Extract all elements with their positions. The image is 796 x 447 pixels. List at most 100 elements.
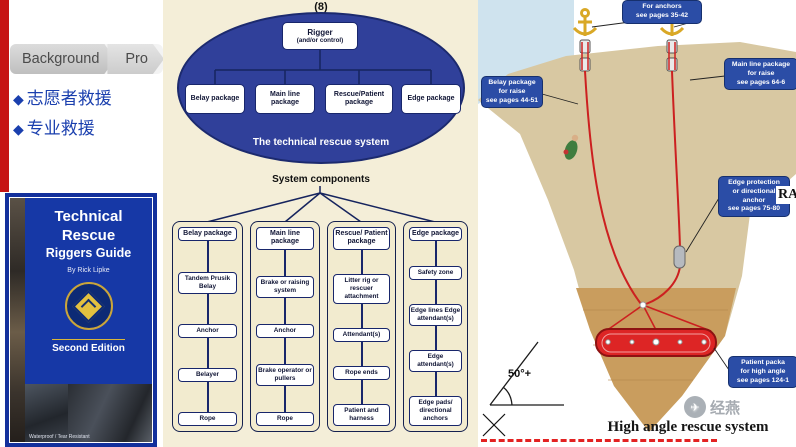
connector-line [360, 379, 363, 405]
rigger-box: Rigger (and/or control) [282, 22, 358, 50]
column-item: Rope [255, 412, 315, 427]
column-item: Patient and harness [332, 404, 391, 427]
compass-cross-icon [482, 413, 506, 437]
column-item: Belayer [177, 367, 238, 382]
rescue-illustration: For anchors see pages 35-42 Belay packag… [478, 0, 796, 447]
bullet-text: 志愿者救援 [26, 89, 112, 108]
book-title: Technical Rescue Riggers Guide [46, 208, 131, 261]
bullet-list: ◆志愿者救援 ◆专业救援 [13, 84, 112, 144]
column-item: Edge pads/ directional anchors [408, 396, 463, 427]
book-title-line: Rescue [61, 226, 116, 244]
breadcrumb-item-process[interactable]: Pro [107, 44, 163, 74]
package-box-mainline: Main line package [255, 84, 315, 114]
column-item: Attendant(s) [332, 327, 391, 342]
connector-line [360, 249, 363, 274]
package-box-belay: Belay package [185, 84, 245, 114]
book-photo-right [68, 384, 152, 442]
bridle-ring [639, 301, 647, 309]
components-title: System components [272, 174, 370, 185]
diamond-bullet-icon: ◆ [13, 120, 24, 137]
rigger-subtitle: (and/or control) [296, 36, 344, 44]
column-header: Main line package [255, 227, 315, 250]
connector-line [434, 279, 437, 304]
scene-caption: High angle rescue system [607, 419, 769, 435]
column-item: Anchor [255, 323, 315, 338]
book-footnote: Waterproof / Tear Resistant [29, 434, 90, 440]
connector-line [360, 341, 363, 366]
ellipse-caption: The technical rescue system [252, 137, 390, 148]
rescue-litter [595, 328, 717, 357]
book-cover-photos [25, 384, 152, 442]
rescue-ropes [584, 70, 681, 305]
callout-patient-package: Patient packa for high angle see pages 1… [728, 356, 796, 389]
bullet-item: ◆志愿者救援 [13, 84, 112, 114]
anchor-icon [572, 8, 598, 36]
breadcrumb-item-background[interactable]: Background [10, 44, 115, 74]
column-item: Brake operator or pullers [255, 363, 315, 386]
connector-line [206, 293, 209, 324]
column-item: Rope [177, 412, 238, 427]
breadcrumb-label: Background [22, 51, 100, 67]
connector-line [434, 241, 437, 266]
red-accent-bar [0, 0, 9, 192]
column-header: Belay package [177, 227, 238, 242]
column-header: Edge package [408, 227, 463, 242]
rescue-technician-badge-icon [64, 282, 113, 331]
column-item: Anchor [177, 323, 238, 338]
callout-anchors: For anchors see pages 35-42 [622, 0, 702, 24]
package-box-rescue-patient: Rescue/Patient package [325, 84, 393, 114]
red-dashed-underline [481, 439, 717, 442]
callout-mainline-package: Main line package for raise see pages 64… [724, 58, 796, 91]
book-author: By Rick Lipke [67, 267, 110, 275]
book-cover-frame: Technical Rescue Riggers Guide By Rick L… [9, 197, 153, 443]
column-item: Brake or raising system [255, 275, 315, 298]
book-title-line: Technical [54, 208, 123, 225]
connector-line [434, 371, 437, 397]
rescuer-figure [563, 134, 579, 160]
book-title-line: Riggers Guide [45, 245, 132, 260]
rigger-title: Rigger [307, 27, 333, 37]
component-column-rescue-patient: Rescue/ Patient package Litter rig or re… [327, 221, 396, 432]
component-column-mainline: Main line package Brake or raising syste… [250, 221, 320, 432]
component-column-belay: Belay package Tandem Prusik Belay Anchor… [172, 221, 243, 432]
column-item: Litter rig or rescuer attachment [332, 273, 391, 304]
litter-bridle [605, 304, 712, 332]
column-header: Rescue/ Patient package [332, 227, 391, 250]
book-cover-photo-strip [10, 198, 25, 442]
connector-line [284, 385, 286, 413]
angle-label: 50°+ [508, 368, 532, 380]
breadcrumb-label: Pro [125, 51, 148, 67]
bullet-text: 专业救援 [26, 118, 95, 138]
callout-belay-package: Belay package for raise see pages 44-51 [481, 76, 543, 109]
column-item: Tandem Prusik Belay [177, 271, 238, 294]
angle-diagram [489, 341, 564, 406]
badge-cross-icon [80, 298, 97, 314]
column-item: Rope ends [332, 365, 391, 380]
tackle-ropes [581, 42, 676, 70]
bullet-item: ◆专业救援 [13, 114, 112, 144]
connector-line [206, 241, 209, 272]
connector-line [284, 337, 286, 364]
column-item: Edge lines Edge attendant(s) [408, 303, 463, 326]
connector-line [434, 325, 437, 350]
breadcrumb: Background Pro [10, 44, 163, 74]
book-cover: Technical Rescue Riggers Guide By Rick L… [5, 193, 157, 447]
book-cover-main: Technical Rescue Riggers Guide By Rick L… [25, 198, 152, 442]
column-item: Edge attendant(s) [408, 349, 463, 372]
watermark-text: 经燕 [710, 399, 741, 417]
watermark: ✈ 经燕 [684, 396, 740, 418]
connector-line [360, 303, 363, 328]
edge-protection-roller [673, 245, 686, 269]
system-diagram: (8) Rigger (and/or control) Belay packag… [163, 0, 479, 447]
column-item: Safety zone [408, 265, 463, 280]
package-box-edge: Edge package [401, 84, 461, 114]
connector-line [284, 249, 286, 276]
paper-plane-icon: ✈ [684, 396, 706, 418]
badge-diamond-icon [72, 289, 105, 323]
connector-line [284, 297, 286, 324]
book-photo-left [25, 384, 69, 442]
connector-line [206, 381, 209, 413]
component-column-edge: Edge package Safety zone Edge lines Edge… [403, 221, 468, 432]
figure-number: (8) [314, 1, 328, 13]
